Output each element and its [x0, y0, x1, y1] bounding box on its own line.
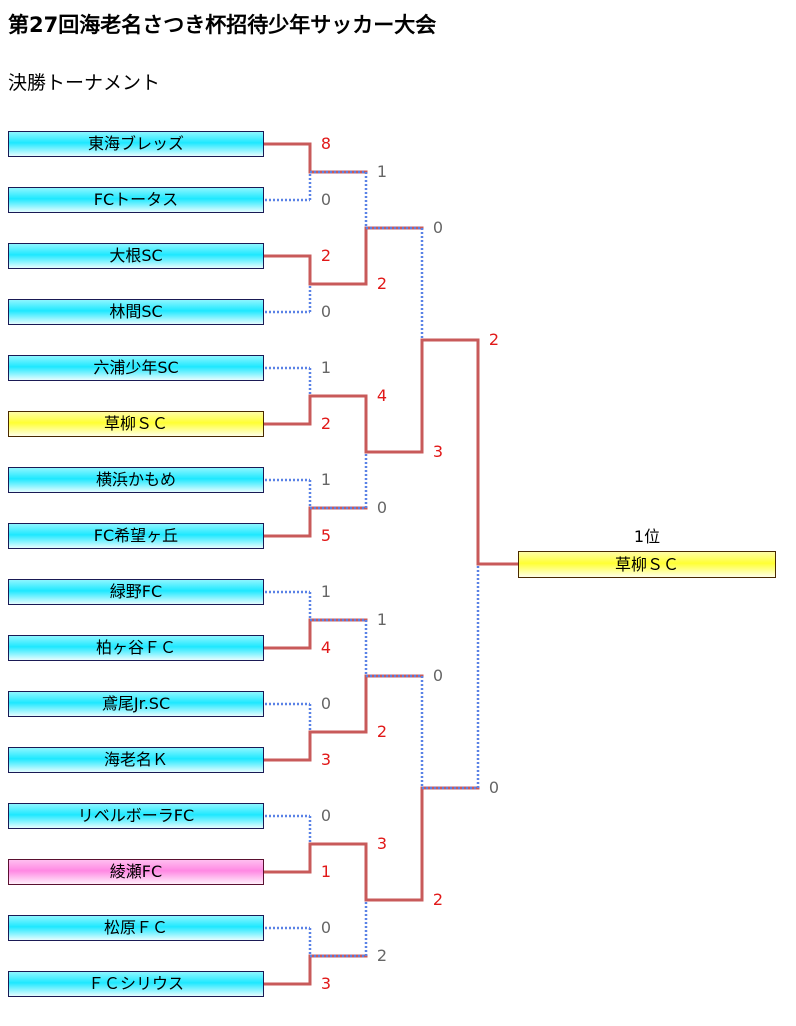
- match-score: 1: [376, 162, 388, 181]
- match-score: 3: [432, 442, 444, 461]
- team-box[interactable]: FCトータス: [8, 187, 264, 213]
- match-score: 1: [320, 470, 332, 489]
- match-score: 0: [320, 302, 332, 321]
- team-box[interactable]: 綾瀬FC: [8, 859, 264, 885]
- match-score: 0: [432, 218, 444, 237]
- champion-team[interactable]: 草柳ＳＣ: [518, 551, 776, 578]
- team-box[interactable]: ＦＣシリウス: [8, 971, 264, 997]
- match-score: 5: [320, 526, 332, 545]
- match-score: 0: [320, 806, 332, 825]
- match-score: 2: [320, 414, 332, 433]
- match-score: 4: [320, 638, 332, 657]
- team-box[interactable]: 緑野FC: [8, 579, 264, 605]
- match-score: 2: [376, 722, 388, 741]
- team-box[interactable]: 林間SC: [8, 299, 264, 325]
- team-box[interactable]: 六浦少年SC: [8, 355, 264, 381]
- match-score: 3: [320, 974, 332, 993]
- match-score: 1: [376, 610, 388, 629]
- team-box[interactable]: リベルボーラFC: [8, 803, 264, 829]
- team-box[interactable]: 鳶尾Jr.SC: [8, 691, 264, 717]
- match-score: 1: [320, 862, 332, 881]
- team-box[interactable]: 大根SC: [8, 243, 264, 269]
- match-score: 3: [376, 834, 388, 853]
- match-score: 2: [320, 246, 332, 265]
- team-box[interactable]: 東海ブレッズ: [8, 131, 264, 157]
- match-score: 0: [376, 498, 388, 517]
- team-box[interactable]: 松原ＦＣ: [8, 915, 264, 941]
- match-score: 0: [320, 694, 332, 713]
- team-box[interactable]: 柏ヶ谷ＦＣ: [8, 635, 264, 661]
- match-score: 2: [432, 890, 444, 909]
- match-score: 0: [432, 666, 444, 685]
- page-subtitle: 決勝トーナメント: [8, 72, 161, 94]
- match-score: 2: [488, 330, 500, 349]
- match-score: 1: [320, 582, 332, 601]
- page-title: 第27回海老名さつき杯招待少年サッカー大会: [8, 13, 437, 37]
- match-score: 2: [376, 274, 388, 293]
- team-box[interactable]: FC希望ヶ丘: [8, 523, 264, 549]
- champion-rank-label: 1位: [633, 527, 661, 546]
- team-box[interactable]: 草柳ＳＣ: [8, 411, 264, 437]
- match-score: 1: [320, 358, 332, 377]
- team-box[interactable]: 横浜かもめ: [8, 467, 264, 493]
- match-score: 2: [376, 946, 388, 965]
- match-score: 0: [320, 190, 332, 209]
- match-score: 4: [376, 386, 388, 405]
- match-score: 0: [320, 918, 332, 937]
- match-score: 8: [320, 134, 332, 153]
- match-score: 0: [488, 778, 500, 797]
- match-score: 3: [320, 750, 332, 769]
- team-box[interactable]: 海老名Ｋ: [8, 747, 264, 773]
